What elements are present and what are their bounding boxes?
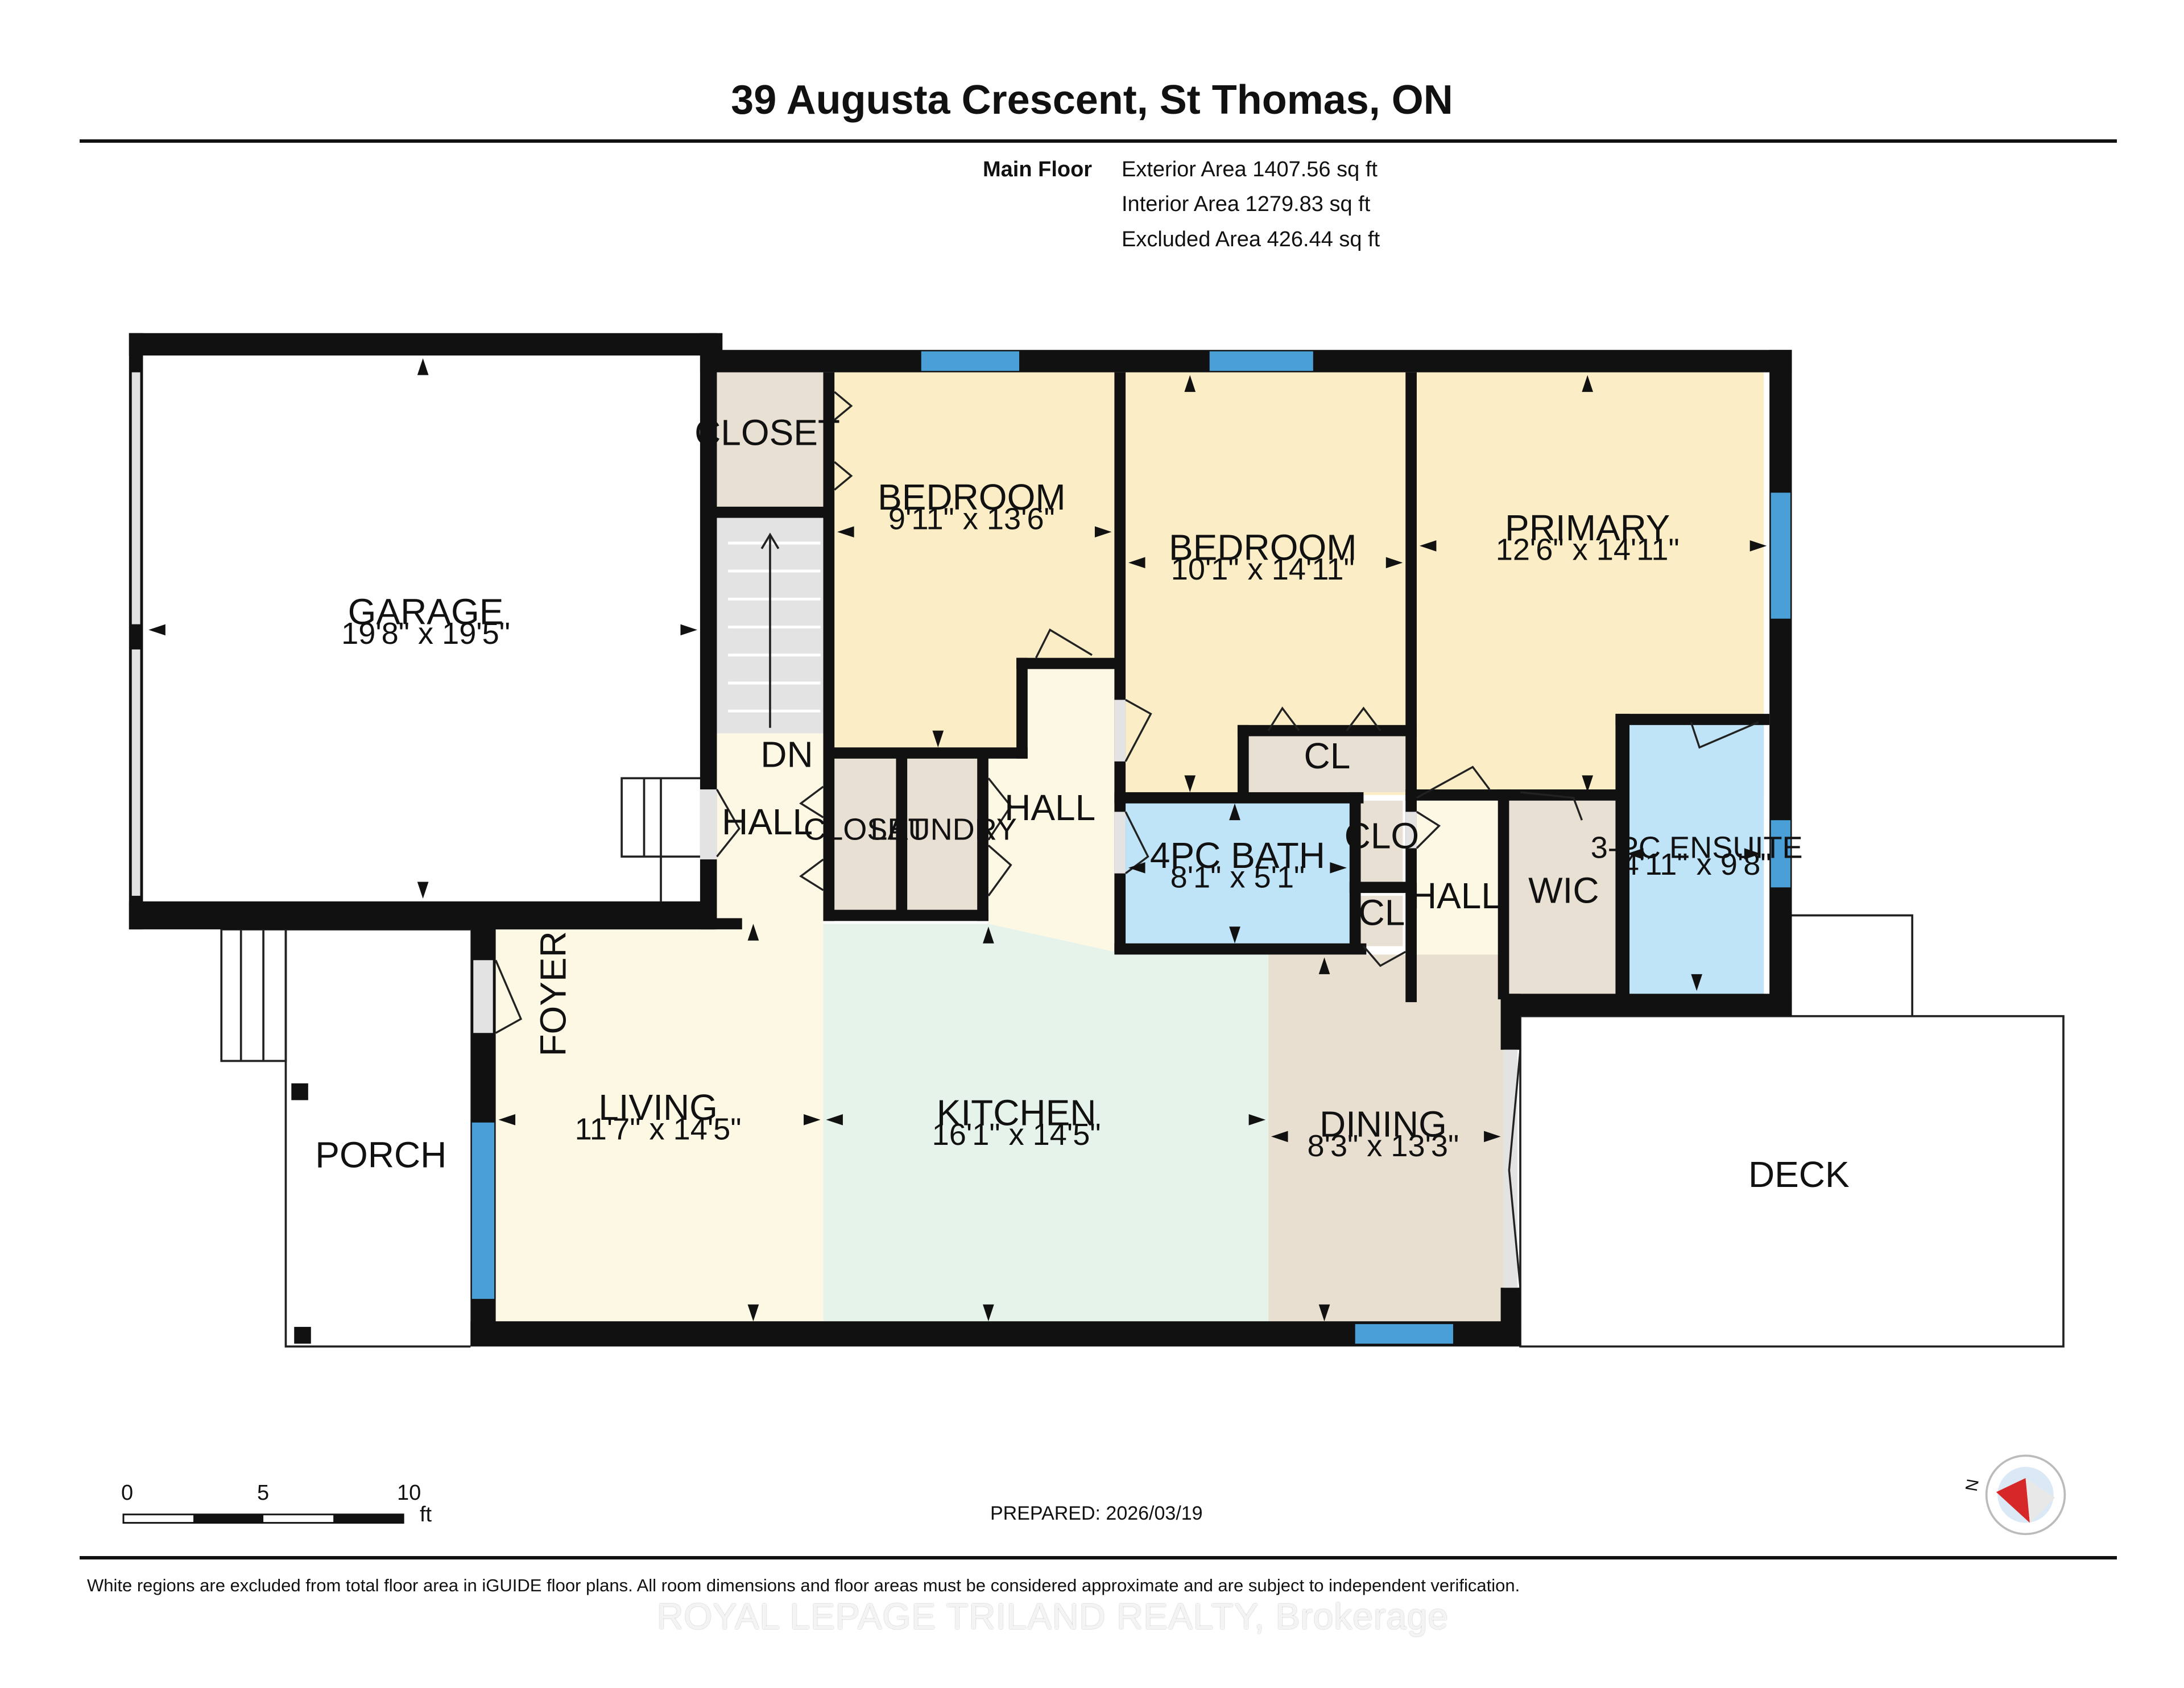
room-label-primary: PRIMARY: [1505, 507, 1670, 548]
room-dims-kitchen: 16'1" x 14'5": [932, 1118, 1101, 1152]
scale-tick-0: 0: [121, 1481, 134, 1505]
room-label-bedroom-1: BEDROOM: [878, 477, 1066, 518]
title-divider: [80, 139, 2117, 143]
room-label-closet-2: CLOSET: [804, 813, 927, 847]
scale-unit: ft: [420, 1503, 432, 1526]
stairs-arrow: [760, 532, 780, 728]
scale-bar: [122, 1513, 404, 1524]
room-label-porch: PORCH: [315, 1134, 446, 1175]
room-label-ensuite: 3-PC ENSUITE: [1591, 831, 1803, 865]
room-label-hall-1: HALL: [722, 801, 813, 842]
room-label-cl-1: CL: [1304, 735, 1351, 776]
room-label-laundry: LAUNDRY: [870, 813, 1017, 847]
room-dims-bath: 8'1" x 5'1": [1170, 860, 1305, 894]
excluded-area: Excluded Area 426.44 sq ft: [1122, 227, 1380, 251]
room-label-kitchen: KITCHEN: [937, 1093, 1097, 1133]
room-dims-living: 11'7" x 14'5": [575, 1112, 742, 1146]
room-dims-garage: 19'8" x 19'5": [341, 617, 510, 651]
room-dims-bedroom-2: 10'1" x 14'11": [1171, 552, 1355, 586]
room-label-cl-2: CL: [1359, 892, 1405, 933]
room-label-clo: CLO: [1345, 815, 1420, 856]
windows: [471, 351, 1791, 1344]
door-swings: [495, 391, 1759, 1288]
room-dims-bedroom-1: 9'11" x 13'6": [888, 502, 1055, 536]
room-label-foyer: FOYER: [533, 931, 574, 1056]
room-label-garage: GARAGE: [348, 591, 504, 632]
interior-area: Interior Area 1279.83 sq ft: [1122, 192, 1371, 216]
room-label-dining: DINING: [1320, 1103, 1447, 1144]
scale-tick-5: 5: [257, 1481, 270, 1505]
porch-posts: [291, 1083, 311, 1344]
brokerage-watermark: ROYAL LEPAGE TRILAND REALTY, Brokerage: [657, 1596, 1449, 1637]
room-label-hall-3: HALL: [1410, 875, 1502, 916]
footer-disclaimer: White regions are excluded from total fl…: [87, 1575, 1520, 1595]
room-label-closet-top: CLOSET: [694, 412, 840, 453]
compass-icon: [1985, 1454, 2066, 1536]
prepared-date: PREPARED: 2026/03/19: [990, 1503, 1203, 1524]
page-title: 39 Augusta Crescent, St Thomas, ON: [731, 77, 1453, 123]
exterior-area: Exterior Area 1407.56 sq ft: [1122, 158, 1378, 181]
room-dims-ensuite: 4'11" x 9'8": [1622, 847, 1772, 882]
floor-label: Main Floor: [983, 158, 1093, 181]
room-labels: GARAGE 19'8" x 19'5" CLOSET BEDROOM 9'11…: [315, 412, 1849, 1195]
room-label-bath: 4PC BATH: [1150, 835, 1325, 876]
room-label-dn: DN: [760, 734, 813, 775]
footer-divider: [80, 1556, 2117, 1559]
scale-tick-10: 10: [397, 1481, 421, 1505]
room-label-hall-2: HALL: [1004, 787, 1095, 828]
door-openings: [131, 372, 1518, 1288]
measure-arrows: [148, 358, 1767, 1322]
room-dims-dining: 8'3" x 13'3": [1308, 1129, 1459, 1163]
room-label-bedroom-2: BEDROOM: [1169, 527, 1357, 568]
room-label-living: LIVING: [598, 1087, 718, 1128]
compass-north-label: N: [1962, 1478, 1983, 1493]
room-dims-primary: 12'6" x 14'11": [1496, 532, 1680, 566]
room-label-deck: DECK: [1748, 1154, 1850, 1195]
room-label-wic: WIC: [1528, 870, 1599, 911]
